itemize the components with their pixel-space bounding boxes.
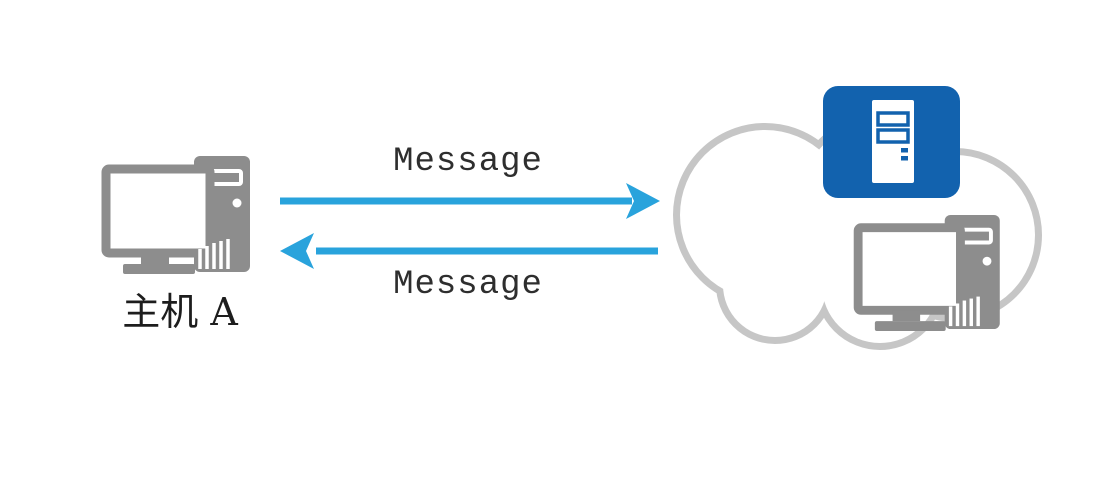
message-label-bottom: Message: [393, 266, 543, 304]
remote-computer-icon: [852, 212, 1002, 332]
host-label: 主机 A: [122, 290, 238, 334]
arrow-right-icon: [280, 183, 660, 219]
arrow-left-icon: [280, 233, 658, 269]
server-box: [823, 86, 960, 198]
message-label-top: Message: [393, 143, 543, 181]
message-arrows: [280, 183, 660, 269]
host-computer-icon: [100, 153, 252, 275]
server-icon: [872, 100, 914, 183]
